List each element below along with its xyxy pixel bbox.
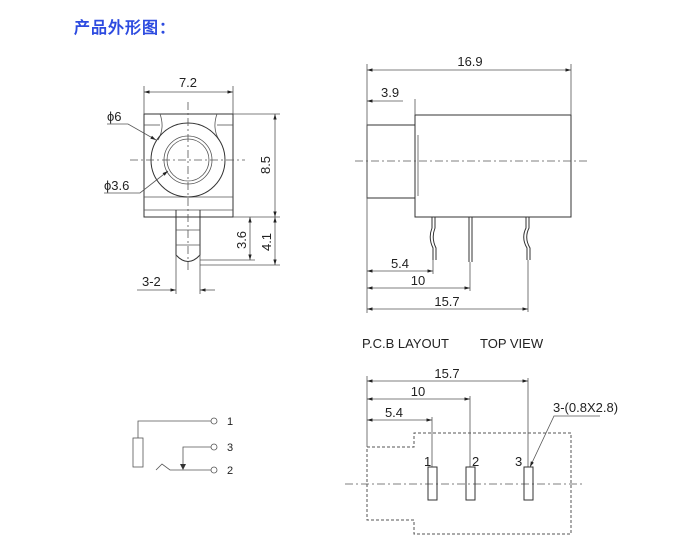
schematic: 1 3 2: [132, 416, 233, 477]
pcb-heading: P.C.B LAYOUT: [362, 336, 449, 351]
pcb-heading-view: TOP VIEW: [480, 336, 544, 351]
pcb-dim-pin1: 5.4: [385, 405, 403, 420]
hole-note: 3-(0.8X2.8): [553, 400, 618, 415]
schematic-label-3: 3: [227, 442, 233, 454]
pad-label-1: 1: [424, 454, 431, 469]
dim-inner-diameter: ϕ3.6: [104, 178, 129, 193]
schematic-label-2: 2: [227, 465, 233, 477]
pcb-dim-pin2: 10: [411, 384, 425, 399]
pcb-layout: P.C.B LAYOUT TOP VIEW 15.7 10 5.4 1 2 3 …: [345, 336, 618, 535]
front-view: 7.2 ϕ6 ϕ3.6 8.5 3.6 4.1 3-2: [104, 75, 280, 294]
pcb-dim-pin3: 15.7: [434, 366, 459, 381]
dim-pin-b: 4.1: [259, 233, 274, 251]
dim-width: 7.2: [179, 75, 197, 90]
dim-height: 8.5: [258, 156, 273, 174]
dim-pin1: 5.4: [391, 256, 409, 271]
side-view: 16.9 3.9 5.4 10 15.7: [355, 54, 590, 313]
pad-label-2: 2: [472, 454, 479, 469]
dim-pin-width: 3-2: [142, 274, 161, 289]
dim-pin3: 15.7: [434, 294, 459, 309]
dim-length: 16.9: [457, 54, 482, 69]
pad-label-3: 3: [515, 454, 522, 469]
dim-outer-diameter: ϕ6: [107, 109, 122, 124]
dim-front-length: 3.9: [381, 85, 399, 100]
dim-pin-a: 3.6: [234, 231, 249, 249]
dim-pin2: 10: [411, 273, 425, 288]
schematic-label-1: 1: [227, 416, 233, 428]
page-title: 产品外形图：: [74, 18, 177, 37]
